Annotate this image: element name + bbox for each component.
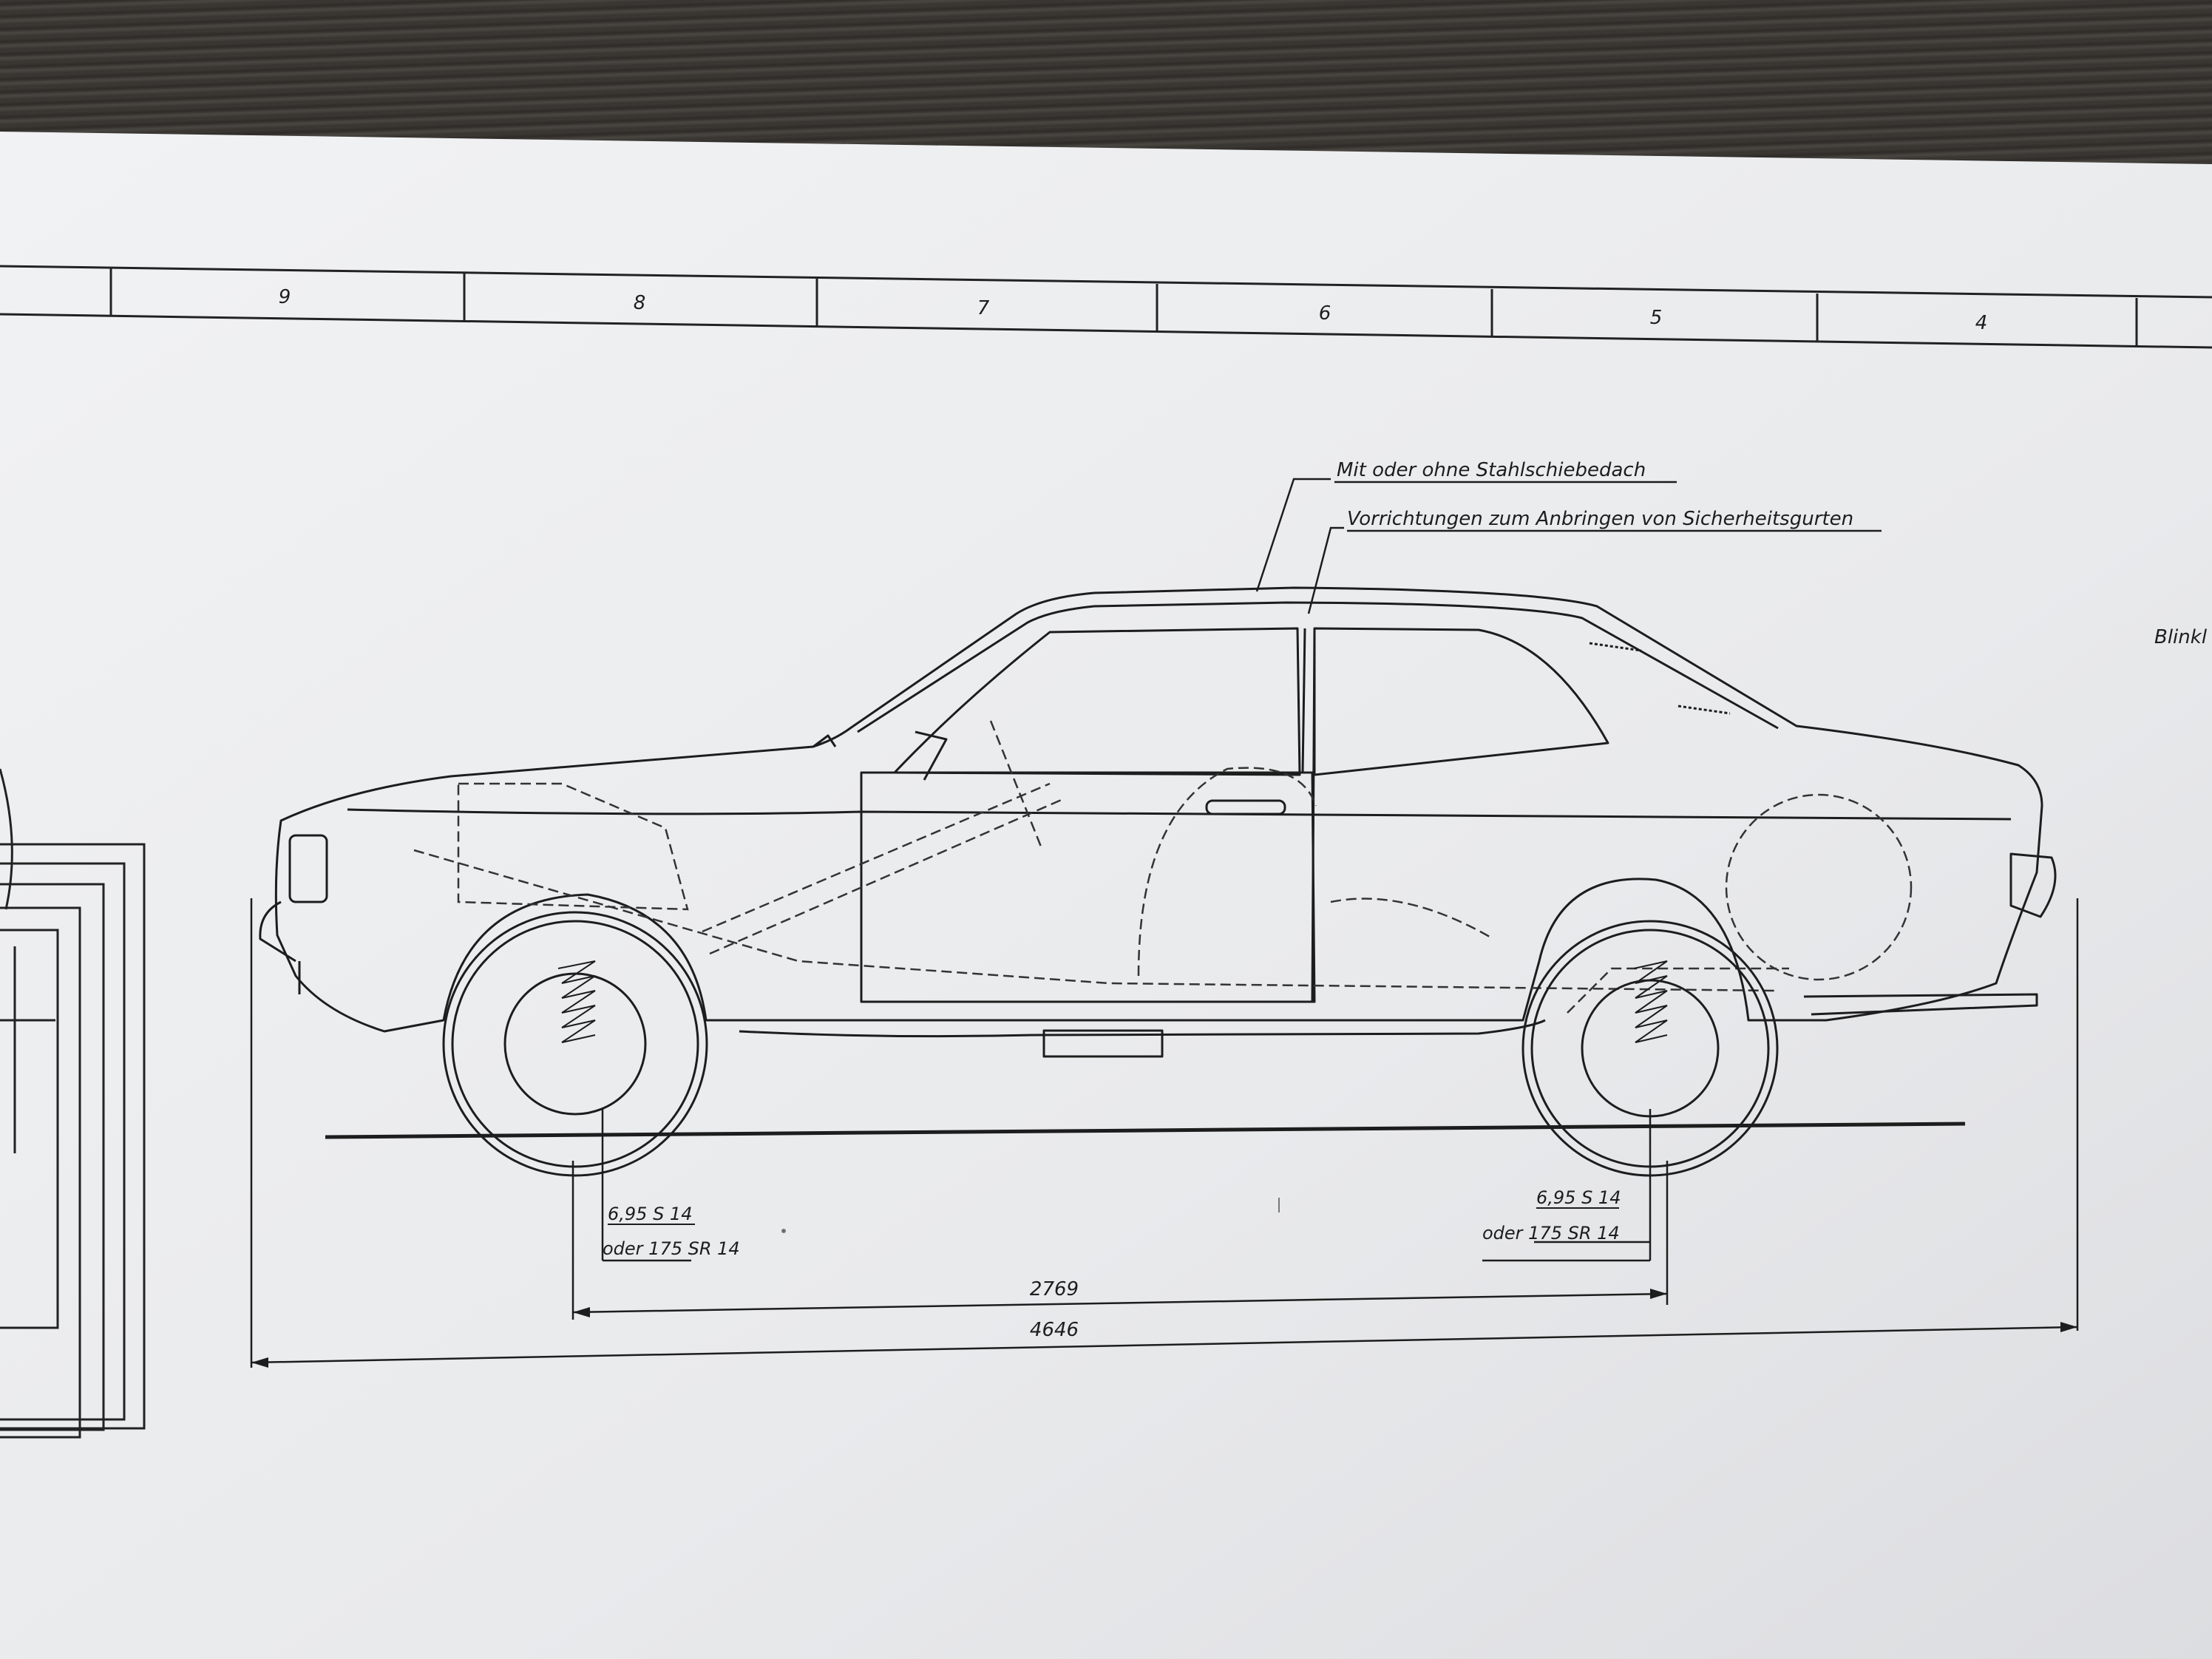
- rear-side-window: [1313, 627, 1609, 776]
- zone-label-7: 7: [977, 297, 990, 319]
- tail-light: [2009, 852, 2057, 918]
- zone-label-8: 8: [634, 292, 646, 314]
- door-outline: [860, 771, 1316, 1003]
- overall-length-dimension: 4646: [1030, 1319, 1079, 1341]
- front-wheel: [442, 911, 708, 1177]
- callout-seatbelts: Vorrichtungen zum Anbringen von Sicherhe…: [1347, 508, 1853, 530]
- zone-label-9: 9: [279, 286, 291, 308]
- phantom-internals: [413, 720, 1913, 1014]
- dimension-arrows: [251, 1289, 2077, 1368]
- zone-header: [0, 265, 2212, 349]
- paper-sheet: [0, 132, 2212, 1659]
- car-side-view: [259, 586, 2057, 1058]
- front-view-partial: [0, 768, 146, 1439]
- ground-line: [325, 1122, 1966, 1139]
- dimension-lines: [250, 898, 2079, 1368]
- wheelbase-dimension: 2769: [1030, 1278, 1079, 1300]
- rear-tire-alt: oder 175 SR 14: [1482, 1223, 1620, 1244]
- front-tire-size: 6,95 S 14: [608, 1204, 692, 1224]
- sill-box: [1042, 1029, 1164, 1058]
- zone-label-5: 5: [1650, 307, 1663, 329]
- zone-label-6: 6: [1319, 302, 1331, 325]
- headlight: [288, 834, 328, 903]
- stray-marks: [781, 1198, 1280, 1233]
- zone-label-4: 4: [1975, 312, 1988, 334]
- rear-tire-size: 6,95 S 14: [1536, 1187, 1621, 1208]
- car-body-outline: [274, 586, 2043, 1033]
- callout-leaders: [1255, 478, 1882, 614]
- callout-sunroof: Mit oder ohne Stahlschiebedach: [1337, 459, 1646, 481]
- callout-edge-label: Blinkl: [2154, 626, 2208, 648]
- front-tire-alt: oder 175 SR 14: [603, 1238, 740, 1259]
